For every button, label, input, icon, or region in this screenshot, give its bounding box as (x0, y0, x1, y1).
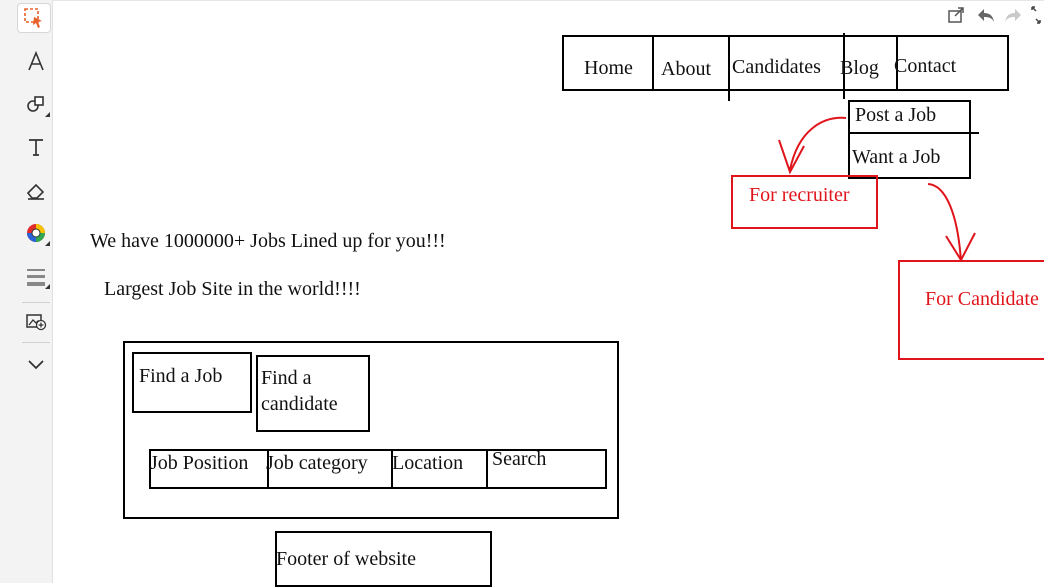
eraser-icon[interactable] (22, 176, 50, 204)
navbar-box (562, 35, 1009, 91)
expand-icon[interactable] (1029, 5, 1043, 30)
text-icon[interactable] (22, 133, 50, 161)
recruiter-note-box (731, 175, 878, 229)
dropdown-want-job[interactable]: Want a Job (852, 146, 941, 168)
nav-blog[interactable]: Blog (840, 57, 879, 79)
shapes-icon[interactable] (22, 90, 50, 118)
select-icon[interactable] (17, 3, 51, 33)
pen-icon[interactable] (22, 47, 50, 75)
nav-home[interactable]: Home (584, 57, 633, 79)
find-candidate-label-1: Find a (261, 367, 312, 389)
form-divider (486, 449, 488, 489)
job-category-field[interactable]: Job category (266, 452, 368, 474)
candidate-note: For Candidate (925, 288, 1039, 310)
form-divider (267, 449, 269, 489)
annotation-arrows (778, 116, 976, 263)
top-border (53, 0, 1044, 1)
hero-headline: We have 1000000+ Jobs Lined up for you!!… (90, 230, 446, 252)
search-form (149, 449, 607, 489)
color-icon[interactable] (22, 219, 50, 247)
line-thickness-icon[interactable] (22, 262, 50, 290)
find-candidate-label-2: candidate (261, 393, 338, 415)
nav-divider (652, 37, 654, 91)
insert-image-icon[interactable] (22, 307, 50, 335)
find-job-tab[interactable] (132, 352, 252, 413)
dropdown-post-job[interactable]: Post a Job (855, 104, 937, 126)
dropdown-divider (848, 132, 979, 134)
candidate-note-box (898, 260, 1044, 360)
nav-candidates[interactable]: Candidates (732, 56, 821, 78)
nav-divider (843, 33, 845, 99)
form-divider (391, 449, 393, 489)
job-position-field[interactable]: Job Position (150, 452, 249, 474)
blog-dropdown (848, 100, 971, 179)
nav-about[interactable]: About (661, 58, 711, 80)
nav-divider (896, 35, 898, 91)
nav-contact[interactable]: Contact (894, 55, 957, 77)
nav-divider (728, 35, 730, 101)
redo-icon[interactable] (1003, 5, 1023, 30)
search-button[interactable]: Search (492, 448, 547, 470)
find-candidate-tab[interactable] (256, 355, 370, 432)
footer-text: Footer of website (276, 548, 416, 570)
undo-icon[interactable] (976, 5, 996, 30)
share-icon[interactable] (947, 5, 967, 30)
sketch-canvas: Home About Candidates Blog Contact Post … (53, 0, 1044, 587)
recruiter-note: For recruiter (749, 184, 850, 206)
hero-subheadline: Largest Job Site in the world!!!! (104, 278, 361, 300)
find-job-label: Find a Job (139, 365, 223, 387)
drawing-toolbar (0, 0, 53, 583)
search-panel (123, 341, 619, 519)
location-field[interactable]: Location (392, 452, 464, 474)
chevron-down-icon[interactable] (22, 350, 50, 378)
